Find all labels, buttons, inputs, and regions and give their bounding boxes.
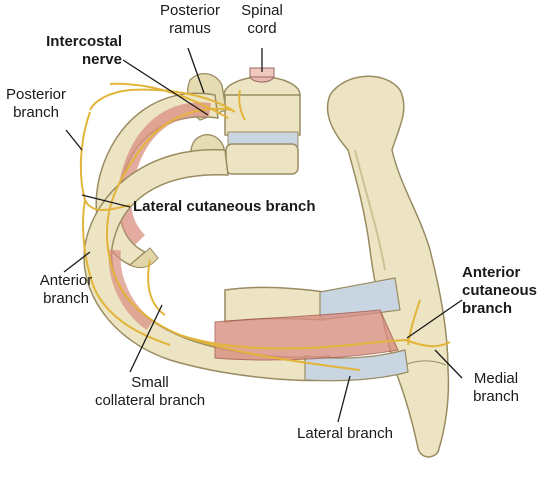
leader-lateral-branch — [337, 375, 351, 423]
label-posterior-branch: Posterior branch — [5, 86, 67, 121]
leader-medial-branch — [434, 349, 463, 379]
leader-intercostal-nerve — [122, 59, 209, 116]
spinal-cord — [249, 67, 275, 83]
leader-lateral-cutaneous — [81, 194, 131, 208]
leader-posterior-ramus — [187, 47, 205, 94]
label-intercostal-nerve: Intercostal nerve — [46, 33, 122, 68]
nerve-paths — [79, 82, 451, 371]
label-lateral-branch: Lateral branch — [297, 425, 393, 442]
leader-anterior-cutaneous — [406, 299, 463, 339]
leader-small-collateral — [129, 304, 163, 373]
label-anterior-branch: Anterior branch — [39, 272, 93, 307]
leader-posterior-branch — [65, 129, 83, 151]
label-medial-branch: Medial branch — [473, 370, 519, 405]
leader-anterior-branch — [63, 251, 91, 273]
label-anterior-cutaneous-branch: Anterior cutaneous branch — [462, 264, 538, 317]
label-small-collateral-branch: Small collateral branch — [94, 374, 206, 409]
label-posterior-ramus: Posterior ramus — [159, 2, 221, 37]
label-lateral-cutaneous-branch: Lateral cutaneous branch — [133, 198, 316, 215]
label-spinal-cord: Spinal cord — [241, 2, 283, 37]
